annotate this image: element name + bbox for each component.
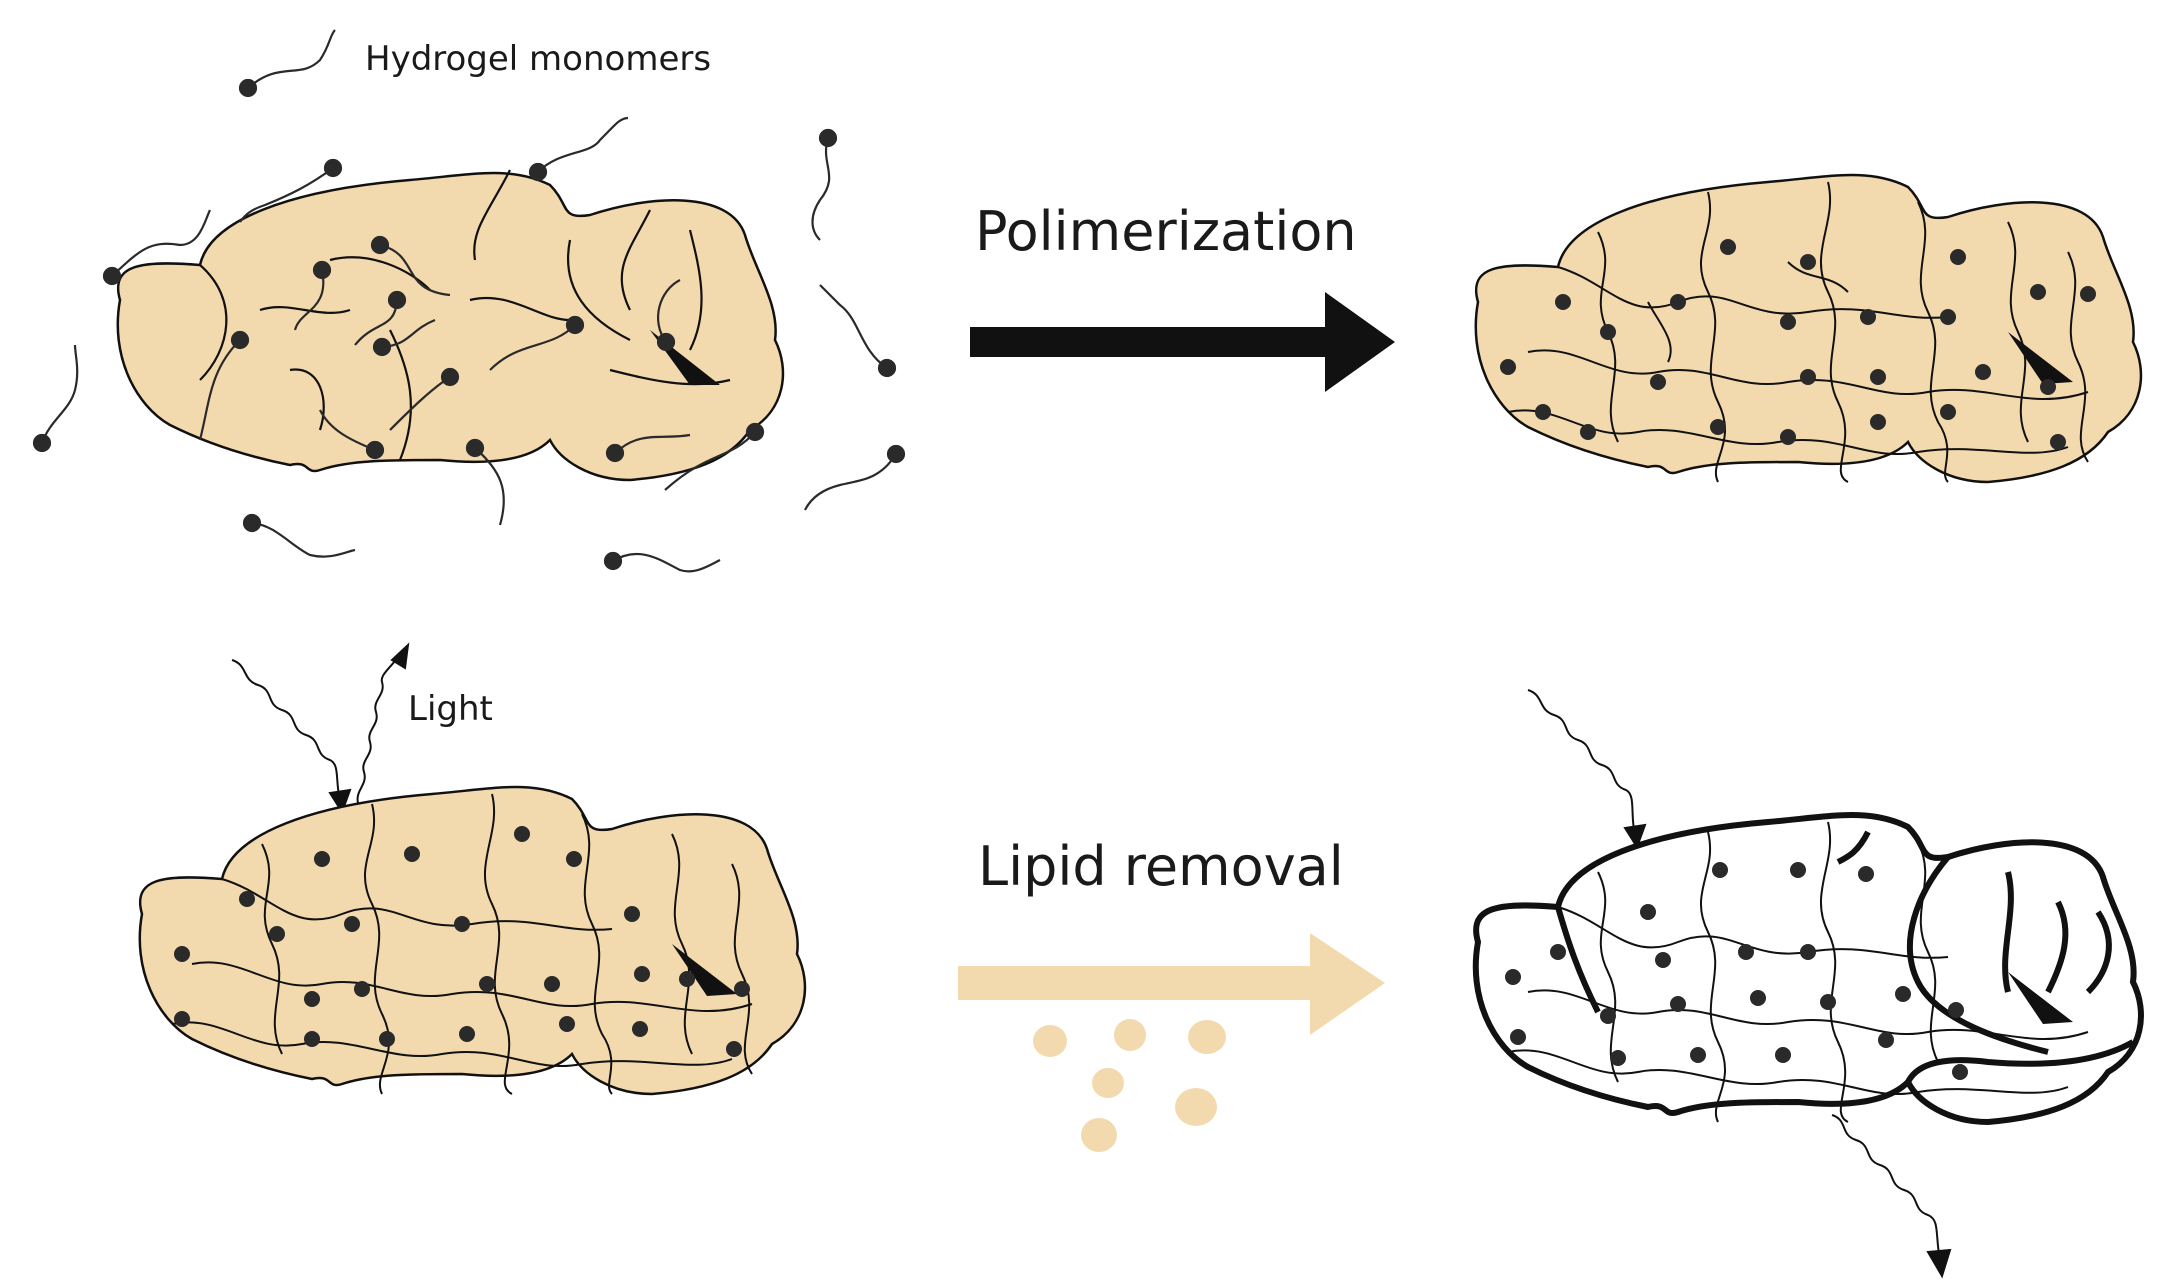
monomer xyxy=(319,409,385,460)
lipid-droplet xyxy=(1114,1019,1146,1051)
light-label: Light xyxy=(408,689,493,729)
monomer xyxy=(102,209,211,286)
lipid-removal-label: Lipid removal xyxy=(978,835,1344,898)
removed-lipids xyxy=(1033,1019,1226,1152)
monomers-outside xyxy=(32,29,906,573)
bold-structure-lines xyxy=(1558,830,2133,1082)
monomer xyxy=(819,284,897,378)
monomer xyxy=(804,444,906,511)
monomer xyxy=(465,438,505,526)
lipid-droplet xyxy=(1175,1088,1217,1126)
lipid-droplet xyxy=(1081,1118,1117,1152)
crosslink-nodes xyxy=(174,826,750,1057)
brain-tissue xyxy=(1474,173,2143,484)
monomer xyxy=(293,260,332,331)
crosslink-nodes xyxy=(1500,239,2096,450)
monomers-inside xyxy=(198,235,765,526)
monomer xyxy=(389,367,460,431)
monomer xyxy=(238,29,336,98)
lipid-droplet xyxy=(1188,1020,1226,1054)
brain-opaque-stage xyxy=(138,785,807,1096)
hydrogel-mesh xyxy=(1507,181,2089,483)
lipid-droplet xyxy=(1033,1025,1067,1057)
brain-tissue xyxy=(116,171,785,482)
brain-sulci xyxy=(199,169,731,461)
monomer xyxy=(354,290,407,346)
monomer xyxy=(489,315,585,371)
brain-tissue xyxy=(138,785,807,1096)
light-transmitted-arrow xyxy=(1831,1114,1952,1279)
monomer xyxy=(32,344,79,453)
polimerization-arrow xyxy=(970,292,1395,392)
monomer xyxy=(242,513,356,558)
monomer xyxy=(528,116,629,182)
monomer xyxy=(198,330,250,441)
monomer xyxy=(605,433,691,463)
ventricle xyxy=(672,944,737,996)
brain-monomers-stage xyxy=(116,169,785,526)
hydrogel-mesh xyxy=(171,793,753,1095)
brain-cleared-stage xyxy=(1476,815,2141,1122)
brain-polymerized-stage xyxy=(1474,173,2143,484)
light-incident-arrow xyxy=(231,659,352,815)
crosslink-nodes xyxy=(1505,862,1968,1080)
monomer xyxy=(603,551,721,573)
monomer xyxy=(811,128,838,241)
monomer xyxy=(370,235,451,297)
lipid-droplet xyxy=(1092,1068,1124,1098)
monomer xyxy=(239,158,343,223)
ventricle xyxy=(2008,332,2073,384)
hydrogel-monomers-label: Hydrogel monomers xyxy=(365,39,711,79)
polimerization-label: Polimerization xyxy=(975,200,1357,263)
ventricle xyxy=(2008,972,2073,1024)
monomer xyxy=(656,279,681,352)
monomer xyxy=(372,318,436,357)
light-incident-arrow-cleared xyxy=(1527,689,1647,850)
monomer xyxy=(664,422,765,491)
light-reflected-arrow xyxy=(356,642,410,804)
lipid-removal-arrow xyxy=(958,933,1385,1035)
